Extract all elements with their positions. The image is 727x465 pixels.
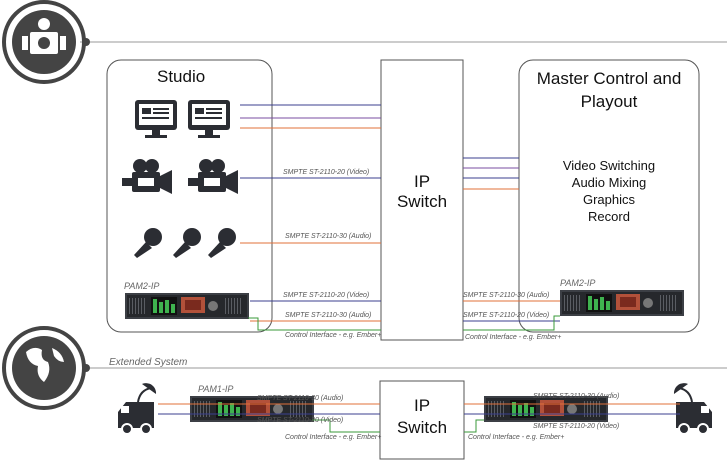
ip-switch-main-line2: Switch	[396, 192, 448, 211]
signal-label: SMPTE ST-2110-30 (Audio)	[463, 292, 550, 299]
pam2-left-label: PAM2-IP	[124, 281, 160, 291]
function-audio-mixing: Audio Mixing	[571, 175, 647, 190]
ip-switch-ext-box	[379, 380, 465, 460]
signal-label: SMPTE ST-2110-20 (Video)	[257, 417, 344, 424]
pam1-label: PAM1-IP	[198, 384, 234, 394]
master-control-title-line2: Playout	[580, 92, 638, 111]
signal-label: SMPTE ST-2110-30 (Audio)	[257, 395, 344, 402]
studio-title: Studio	[157, 67, 206, 86]
monitor-links	[240, 104, 381, 129]
function-graphics: Graphics	[582, 192, 636, 207]
signal-label: Control Interface - e.g. Ember+	[285, 434, 382, 441]
ext-left-control-link	[312, 419, 380, 433]
pam2-right-unit	[560, 290, 684, 316]
signal-label: Control Interface - e.g. Ember+	[465, 334, 562, 341]
master-control-box	[518, 59, 700, 333]
ip-switch-ext-line1: IP	[413, 396, 431, 415]
signal-label: Control Interface - e.g. Ember+	[285, 332, 382, 339]
signal-label: SMPTE ST-2110-30 (Audio)	[285, 233, 372, 240]
globe-icon	[2, 326, 90, 410]
extended-system-label: Extended System	[109, 357, 188, 368]
signal-label: SMPTE ST-2110-30 (Audio)	[285, 312, 372, 319]
pam2-right-control-link	[463, 315, 560, 331]
signal-label: SMPTE ST-2110-30 (Audio)	[533, 393, 620, 400]
master-links	[463, 157, 519, 190]
satellite-van-icon	[672, 382, 713, 435]
signal-label: SMPTE ST-2110-20 (Video)	[463, 312, 550, 319]
broadcast-studio-icon	[2, 0, 90, 84]
signal-label: SMPTE ST-2110-20 (Video)	[533, 423, 620, 430]
ext-right-control-link	[464, 419, 484, 433]
pam2-left-control-link	[248, 317, 381, 331]
signal-label: Control Interface - e.g. Ember+	[468, 434, 565, 441]
ip-switch-main-line1: IP	[413, 172, 431, 191]
master-control-title-line1: Master Control and	[536, 69, 682, 88]
ip-switch-ext-line2: Switch	[396, 418, 448, 437]
signal-label: SMPTE ST-2110-20 (Video)	[283, 292, 370, 299]
pam2-right-label: PAM2-IP	[560, 278, 596, 288]
signal-label: SMPTE ST-2110-20 (Video)	[283, 169, 370, 176]
function-record: Record	[588, 209, 630, 224]
pam2-left-unit	[125, 293, 249, 319]
satellite-van-icon	[117, 382, 158, 435]
function-video-switching: Video Switching	[562, 158, 656, 173]
ip-switch-main-box	[380, 59, 464, 341]
